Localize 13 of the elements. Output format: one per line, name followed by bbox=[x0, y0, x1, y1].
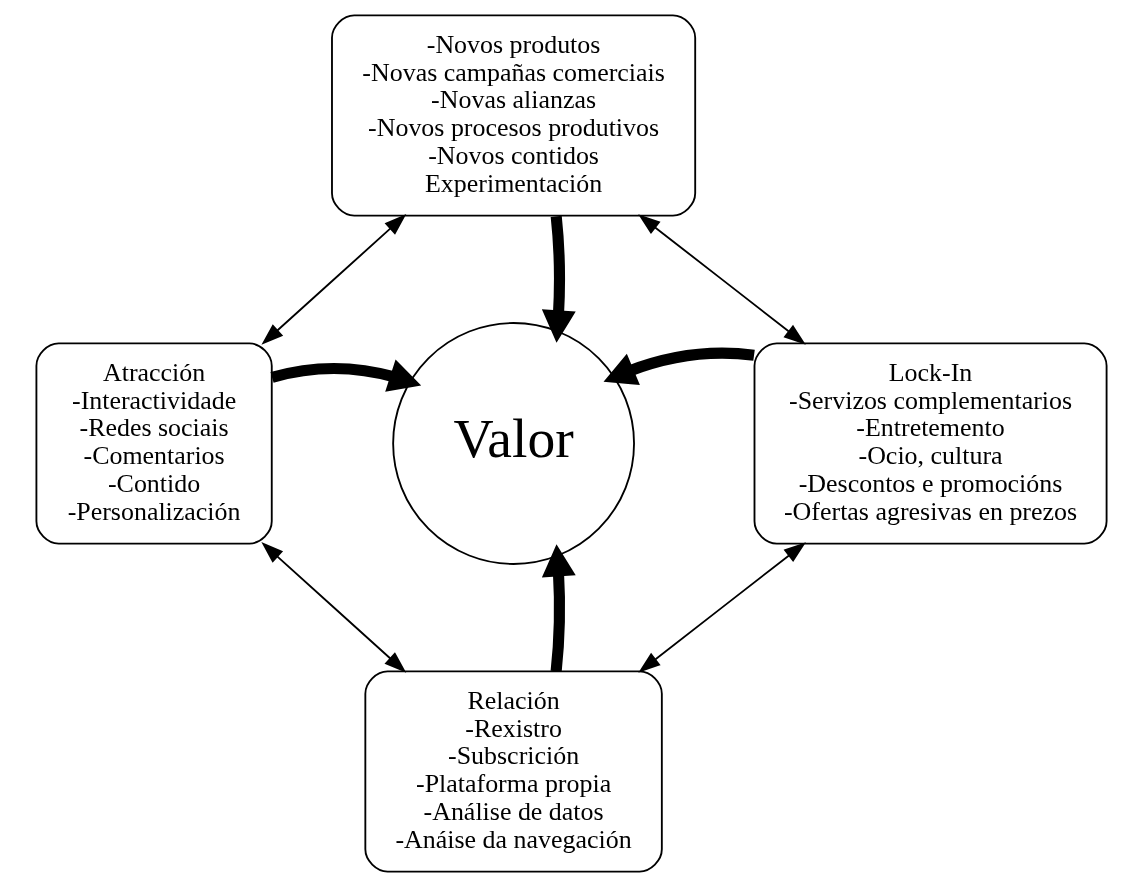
arrow bbox=[541, 215, 576, 343]
arrow bbox=[270, 359, 422, 392]
node-box: Relación -Rexistro -Subscrición -Plataforma propia -Análise de datos -Anáise da navegación bbox=[364, 670, 663, 873]
node-circle: Valor bbox=[392, 322, 635, 565]
arrow bbox=[261, 214, 407, 345]
arrow bbox=[261, 542, 407, 673]
node-box: -Novos produtos -Novas campañas comerciais -Novas alianzas -Novos procesos produtivos -Novos contidos Experimentación bbox=[331, 14, 697, 217]
node-box: Atracción -Interactividade -Redes sociais -Comentarios -Contido -Personalización bbox=[35, 342, 273, 545]
arrow bbox=[638, 214, 806, 345]
arrow bbox=[541, 544, 576, 672]
arrow bbox=[603, 347, 755, 385]
node-box: Lock-In -Servizos complementarios -Entretemento -Ocio, cultura -Descontos e promocións -Ofertas agresivas en prezos bbox=[753, 342, 1108, 545]
arrow bbox=[638, 542, 806, 673]
